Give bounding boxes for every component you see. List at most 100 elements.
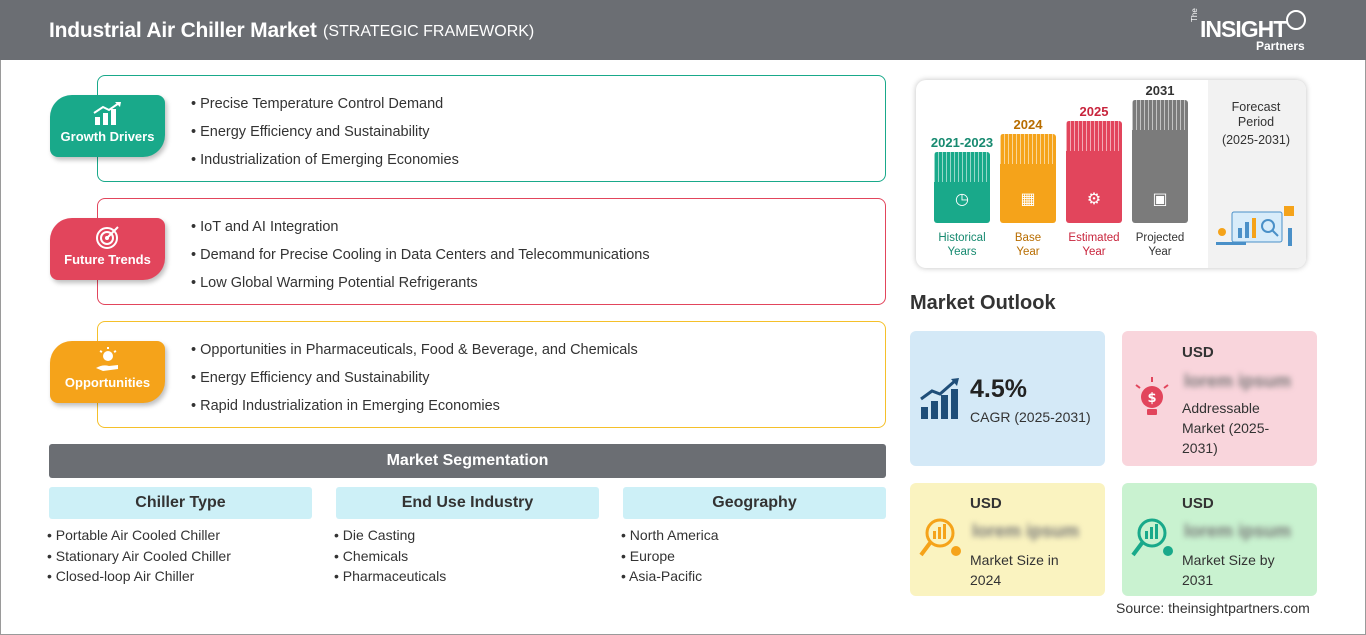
opportunities-list: Opportunities in Pharmaceuticals, Food &… — [191, 340, 638, 424]
timeline-caption-line-1: Projected — [1135, 232, 1185, 244]
list-item: Industrialization of Emerging Economies — [191, 150, 459, 178]
forecast-label-2: Period — [1237, 115, 1275, 129]
list-item: Pharmaceuticals — [334, 566, 599, 587]
opportunities-box: Opportunities in Pharmaceuticals, Food &… — [97, 321, 886, 428]
growth-chart-icon — [91, 101, 125, 127]
list-item: Opportunities in Pharmaceuticals, Food &… — [191, 340, 638, 368]
list-item: Asia-Pacific — [621, 566, 886, 587]
insight-partners-logo[interactable]: The INSIGHT Partners — [1190, 8, 1310, 54]
list-item: North America — [621, 525, 886, 546]
size-2031-label: Market Size by 2031 — [1182, 552, 1275, 588]
size-2024-label: Market Size in 2024 — [970, 552, 1059, 588]
logo-the: The — [1190, 8, 1199, 22]
list-item: Stationary Air Cooled Chiller — [47, 546, 312, 567]
list-item: Portable Air Cooled Chiller — [47, 525, 312, 546]
future-trends-badge: Future Trends — [50, 218, 165, 280]
segment-column-end-use: End Use Industry Die Casting Chemicals P… — [336, 487, 599, 587]
segment-heading: Geography — [623, 487, 886, 519]
growth-drivers-label: Growth Drivers — [60, 129, 155, 144]
calendar-icon: ▦ — [1020, 191, 1036, 208]
logo-ring-icon — [1286, 10, 1306, 30]
size-2024-value: lorem ipsum — [972, 521, 1080, 541]
bar-growth-icon — [920, 378, 959, 419]
timeline-caption-line-1: Historical — [938, 232, 986, 244]
forecast-range: (2025-2031) — [1221, 133, 1291, 147]
page-subtitle: (STRATEGIC FRAMEWORK) — [323, 23, 535, 40]
cagr-card: 4.5% CAGR (2025-2031) — [910, 331, 1105, 466]
bar-stripes — [1132, 100, 1188, 130]
segment-column-geography: Geography North America Europe Asia-Paci… — [623, 487, 886, 587]
bar-stripes — [1066, 121, 1122, 151]
page-title: Industrial Air Chiller Market — [49, 19, 317, 42]
timeline-bar-2025 — [1066, 121, 1122, 223]
list-item: Europe — [621, 546, 886, 567]
market-size-2031-card: USD lorem ipsum Market Size by 2031 — [1122, 483, 1317, 596]
history-clock-icon: ◷ — [955, 191, 969, 208]
gears-icon: ⚙ — [1086, 191, 1102, 208]
segment-column-chiller-type: Chiller Type Portable Air Cooled Chiller… — [49, 487, 312, 587]
timeline-year-label: 2025 — [1079, 104, 1109, 119]
market-outlook-title: Market Outlook — [910, 292, 1056, 314]
list-item: Energy Efficiency and Sustainability — [191, 368, 638, 396]
bar-stripes — [1000, 134, 1056, 164]
size-2024-currency: USD — [970, 495, 1002, 512]
addressable-currency: USD — [1182, 344, 1214, 361]
growth-drivers-box: Precise Temperature Control Demand Energ… — [97, 75, 886, 182]
opportunities-badge: Opportunities — [50, 341, 165, 403]
svg-text:$: $ — [1147, 391, 1156, 406]
segment-heading: End Use Industry — [336, 487, 599, 519]
magnifier-chart-icon — [1131, 518, 1173, 557]
analytics-illustration-icon — [1216, 206, 1294, 246]
list-item: IoT and AI Integration — [191, 217, 650, 245]
lightbulb-hand-icon — [91, 347, 125, 373]
list-item: Energy Efficiency and Sustainability — [191, 122, 459, 150]
dollar-bulb-icon: $ — [1135, 377, 1169, 415]
future-trends-list: IoT and AI Integration Demand for Precis… — [191, 217, 650, 301]
addressable-label: Addressable Market (2025-2031) — [1182, 400, 1270, 456]
timeline-year-label: 2031 — [1145, 83, 1175, 98]
timeline-caption-line-1: Estimated — [1068, 232, 1120, 244]
growth-drivers-list: Precise Temperature Control Demand Energ… — [191, 94, 459, 178]
list-item: Rapid Industrialization in Emerging Econ… — [191, 396, 638, 424]
logo-insight: INSIGHT — [1200, 16, 1287, 42]
market-segmentation-header: Market Segmentation — [49, 444, 886, 478]
list-item: Die Casting — [334, 525, 599, 546]
timeline-bar-2024 — [1000, 134, 1056, 223]
future-trends-label: Future Trends — [64, 252, 151, 267]
forecast-label-1: Forecast — [1231, 100, 1281, 114]
list-item: Demand for Precise Cooling in Data Cente… — [191, 245, 649, 273]
timeline-bar-2031 — [1132, 100, 1188, 223]
magnifier-chart-icon — [919, 518, 961, 557]
size-2031-value: lorem ipsum — [1184, 521, 1292, 541]
market-size-2024-card: USD lorem ipsum Market Size in 2024 — [910, 483, 1105, 596]
timeline-caption-line-1: Base — [1014, 232, 1042, 244]
cagr-value: 4.5% — [970, 375, 1027, 403]
addressable-market-card: $ USD lorem ipsum Addressable Market (20… — [1122, 331, 1317, 466]
timeline-caption-line-2: Year — [1016, 246, 1040, 258]
timeline-caption-line-2: Year — [1082, 246, 1106, 258]
timeline-bar-2021-2023 — [934, 152, 990, 223]
list-item: Precise Temperature Control Demand — [191, 94, 459, 122]
timeline-caption-line-2: Year — [1148, 246, 1172, 258]
opportunities-label: Opportunities — [64, 375, 151, 390]
target-icon — [91, 224, 125, 250]
list-item: Chemicals — [334, 546, 599, 567]
size-2031-currency: USD — [1182, 495, 1214, 512]
source-credit: Source: theinsightpartners.com — [1116, 600, 1310, 616]
forecast-period-label: Forecast Period (2025-2031) — [1216, 100, 1296, 148]
future-trends-box: IoT and AI Integration Demand for Precis… — [97, 198, 886, 305]
presentation-icon: ▣ — [1152, 191, 1168, 208]
list-item: Closed-loop Air Chiller — [47, 566, 312, 587]
timeline-caption-line-2: Years — [947, 246, 977, 258]
addressable-value: lorem ipsum — [1184, 371, 1292, 391]
header-bar: Industrial Air Chiller Market (STRATEGIC… — [0, 0, 1366, 60]
logo-partners: Partners — [1256, 39, 1305, 53]
segment-heading: Chiller Type — [49, 487, 312, 519]
list-item: Low Global Warming Potential Refrigerant… — [191, 273, 650, 301]
cagr-label: CAGR (2025-2031) — [970, 409, 1091, 425]
